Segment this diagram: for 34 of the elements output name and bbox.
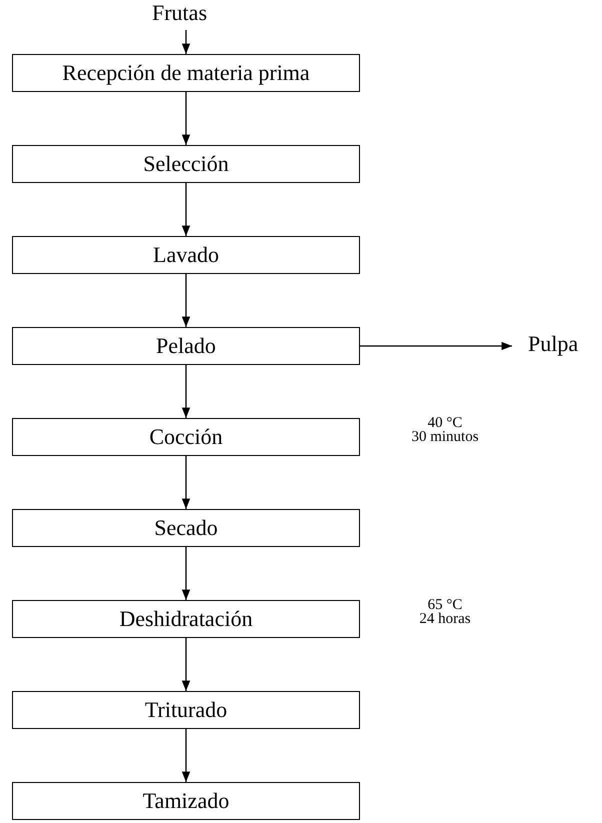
process-box bbox=[12, 54, 360, 92]
process-box bbox=[12, 418, 360, 456]
process-box bbox=[12, 782, 360, 820]
step-label: Cocción bbox=[149, 424, 223, 450]
condition-note: 24 horas bbox=[418, 612, 472, 627]
step-label: Triturado bbox=[144, 697, 228, 723]
condition-note: 40 °C bbox=[426, 416, 464, 431]
arrow bbox=[360, 342, 512, 350]
process-box bbox=[12, 691, 360, 729]
process-box bbox=[12, 327, 360, 365]
process-box bbox=[12, 600, 360, 638]
arrow bbox=[182, 183, 190, 236]
process-label: Frutas bbox=[152, 0, 207, 26]
step-label: Tamizado bbox=[142, 788, 230, 814]
step-label: Recepción de materia prima bbox=[62, 60, 310, 86]
condition-note: 30 minutos bbox=[410, 430, 480, 445]
arrow bbox=[182, 638, 190, 691]
process-box bbox=[12, 236, 360, 274]
process-box bbox=[12, 145, 360, 183]
process-box bbox=[12, 509, 360, 547]
step-label: Pelado bbox=[156, 333, 216, 359]
step-label: Deshidratación bbox=[119, 606, 253, 632]
arrow bbox=[182, 365, 190, 418]
arrow bbox=[182, 92, 190, 145]
arrow bbox=[182, 30, 190, 54]
arrow bbox=[182, 456, 190, 509]
process-label: Pulpa bbox=[528, 331, 578, 357]
arrow bbox=[182, 274, 190, 327]
arrow bbox=[182, 729, 190, 782]
step-label: Selección bbox=[143, 151, 229, 177]
arrow bbox=[182, 547, 190, 600]
step-label: Lavado bbox=[153, 242, 219, 268]
step-label: Secado bbox=[154, 515, 218, 541]
condition-note: 65 °C bbox=[426, 598, 462, 613]
